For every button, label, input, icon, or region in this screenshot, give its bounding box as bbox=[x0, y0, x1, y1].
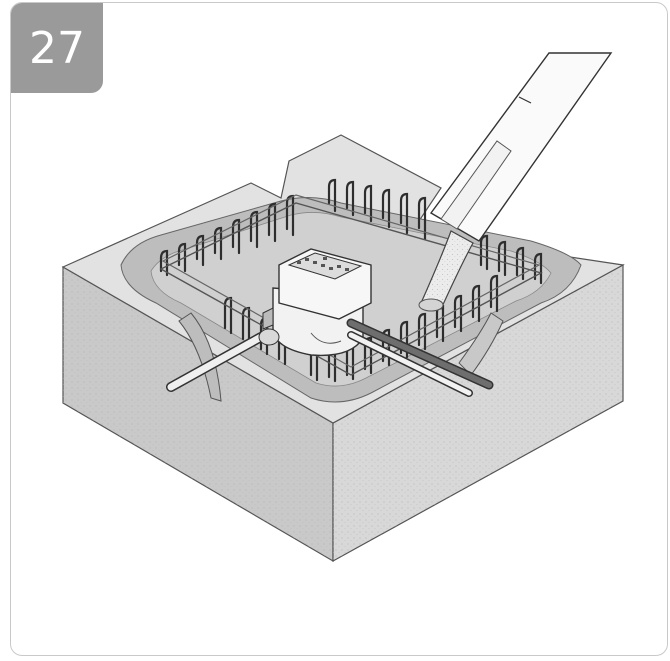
pipe-icon bbox=[166, 318, 494, 397]
step-card: 27 bbox=[10, 2, 668, 656]
pour-hose-icon bbox=[418, 52, 613, 312]
installation-illustration bbox=[61, 52, 625, 563]
step-number: 27 bbox=[29, 23, 85, 74]
step-badge: 27 bbox=[11, 3, 103, 93]
control-box-icon bbox=[262, 248, 372, 357]
